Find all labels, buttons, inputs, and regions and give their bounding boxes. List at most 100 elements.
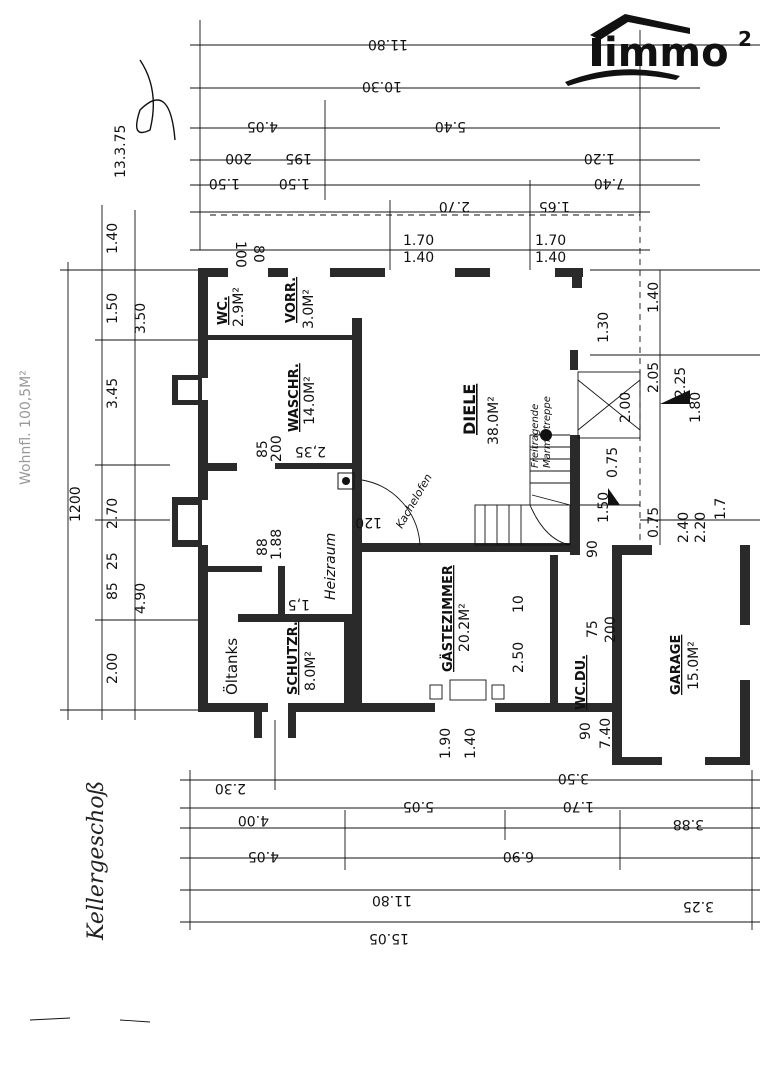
stair-note: Freitragende	[530, 404, 541, 468]
room-schutz: SCHUTZR.	[286, 621, 301, 695]
plan-label: 11.80	[368, 36, 408, 52]
plan-label: 2.70	[439, 198, 470, 214]
plan-label: 120	[355, 514, 382, 530]
plan-label: 3.25	[683, 898, 714, 914]
plan-label: 1.50	[279, 175, 310, 191]
room-heiz: Heizraum	[323, 533, 339, 600]
plan-label: 3.45	[105, 378, 121, 409]
room-wcdu: WC.DU.	[574, 655, 589, 710]
plan-label: 2.25	[673, 367, 689, 398]
walls	[172, 268, 750, 765]
room-diele: DIELE	[460, 384, 479, 435]
room-diele-area: 38.0M²	[486, 396, 502, 445]
immo-logo: immo 2	[565, 14, 752, 86]
plan-label: 85	[105, 582, 121, 600]
room-gast-area: 20.2M²	[457, 603, 473, 652]
plan-label: 100	[232, 241, 248, 268]
plan-label: 3.50	[133, 303, 149, 334]
plan-label: 2,35	[295, 443, 326, 459]
plan-label: 1.40	[105, 223, 121, 254]
chimney	[337, 472, 355, 490]
plan-label: 90	[578, 722, 594, 740]
plan-label: 88	[255, 538, 271, 556]
plan-label: 4.00	[238, 812, 269, 828]
plan-label: 2.20	[693, 512, 709, 543]
plan-label: 3.50	[558, 770, 589, 786]
floor-title: Kellergeschoß	[84, 781, 109, 941]
room-wasch-area: 14.0M²	[302, 376, 318, 425]
plan-label: 1.88	[269, 529, 285, 560]
room-vorr-area: 3.0M²	[301, 289, 317, 329]
plan-label: 1.40	[646, 282, 662, 313]
stair-note-2: Marmortreppe	[542, 396, 553, 468]
plan-label: 2.30	[215, 780, 246, 796]
plan-label: 5.40	[435, 118, 466, 134]
room-schutz-area: 8.0M²	[303, 651, 319, 691]
room-wc-area: 2.9M²	[231, 287, 247, 327]
header-note: Wohnfl. 100,5M²	[18, 370, 34, 485]
plan-label: 15.05	[369, 930, 409, 946]
plan-label: 7.40	[598, 718, 614, 749]
plan-label: 3.88	[673, 816, 704, 832]
room-garage-area: 15.0M²	[686, 641, 702, 690]
plan-label: 4.05	[247, 118, 278, 134]
plan-label: 2.05	[646, 362, 662, 393]
plan-label: 0.75	[646, 507, 662, 538]
dimension-lines-left	[60, 205, 200, 720]
dimension-lines-bottom	[180, 720, 760, 930]
plan-label: 4.05	[248, 848, 279, 864]
plan-label: 1.80	[688, 392, 704, 423]
room-gast: GÄSTEZIMMER	[440, 565, 456, 672]
plan-label: 1.90	[438, 728, 454, 759]
plan-label: 1.20	[584, 150, 615, 166]
plan-label: 2.70	[105, 498, 121, 529]
room-wasch: WASCHR.	[287, 363, 302, 432]
plan-label: 6.90	[503, 848, 534, 864]
plan-label: 1.50	[596, 492, 612, 523]
room-oel: Öltanks	[222, 638, 241, 695]
room-wc: WC.	[216, 296, 231, 325]
room-labels: WC.2.9M² VORR.3.0M² WASCHR.14.0M² DIELE 3…	[216, 277, 702, 710]
furniture	[429, 679, 505, 701]
plan-label: 2.50	[511, 642, 527, 673]
plan-label: 10	[511, 595, 527, 613]
plan-label: 2.00	[105, 653, 121, 684]
plan-label: 195	[285, 150, 312, 166]
plan-label: 75	[585, 620, 601, 638]
plan-label: 4.90	[133, 583, 149, 614]
signature	[136, 59, 176, 141]
plan-label: 1.70	[563, 798, 594, 814]
plan-label: 2.40	[676, 512, 692, 543]
room-garage: GARAGE	[669, 635, 684, 695]
plan-label: 5.05	[403, 798, 434, 814]
plan-label: 2.00	[618, 392, 634, 423]
plan-label: 11.80	[372, 892, 412, 908]
plan-label: 10.30	[362, 78, 402, 94]
plan-label: 1.65	[539, 198, 570, 214]
plan-label: 200	[269, 435, 285, 462]
logo-sup: 2	[738, 27, 752, 51]
plan-label: 90	[585, 540, 601, 558]
plan-label: 7.40	[594, 175, 625, 191]
floor-title-text: Kellergeschoß	[84, 781, 109, 941]
plan-label: 1.40	[403, 250, 434, 266]
logo-text: immo	[604, 30, 729, 76]
plan-label: 80	[250, 245, 266, 263]
plan-label: 1200	[68, 486, 84, 522]
kachelofen-label: Kachelofen	[393, 472, 435, 531]
staircase	[474, 371, 641, 546]
dimension-lines-right	[580, 269, 760, 545]
plan-label: 0.75	[605, 447, 621, 478]
plan-label: 1.70	[535, 233, 566, 249]
room-vorr: VORR.	[284, 277, 299, 323]
plan-label: 1.70	[403, 233, 434, 249]
plan-label: 1.50	[209, 175, 240, 191]
plan-label: 1.50	[105, 293, 121, 324]
plan-label: 1.40	[463, 728, 479, 759]
plan-label: 25	[105, 552, 121, 570]
plan-label: 1.7	[713, 498, 729, 520]
plan-label: 1.30	[596, 312, 612, 343]
plan-label: 85	[255, 440, 271, 458]
plan-label: 1.40	[535, 250, 566, 266]
